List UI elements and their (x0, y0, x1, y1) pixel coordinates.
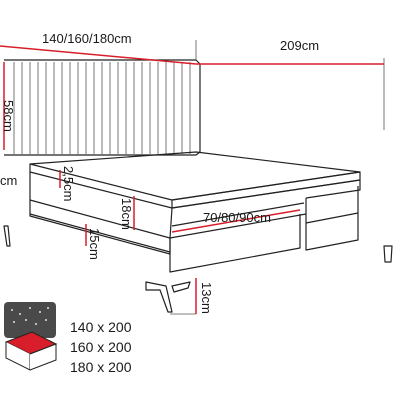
width-measure-line (0, 45, 197, 65)
mattress (29, 151, 361, 239)
size-item: 160 x 200 (70, 339, 132, 355)
measurement-lines (0, 45, 384, 314)
size-list: 140 x 200 160 x 200 180 x 200 (70, 319, 132, 375)
leg-label: 13cm (199, 282, 214, 314)
headboard (4, 59, 201, 156)
box-label: 15cm (87, 228, 102, 260)
width-label: 140/160/180cm (42, 31, 132, 46)
size-item: 140 x 200 (70, 319, 132, 335)
box-spring (29, 186, 359, 273)
side-label: cm (0, 173, 17, 188)
length-label: 209cm (280, 38, 319, 53)
module-width-measure-line (171, 209, 301, 233)
bed-drawing (3, 59, 393, 313)
storage-box-icon (4, 302, 58, 371)
topper-label: 2,5cm (61, 166, 76, 201)
extension-lines (170, 40, 385, 315)
mattress-label: 18cm (119, 198, 134, 230)
module-width-label: 70/80/90cm (203, 210, 271, 225)
headboard-height-label: 58cm (1, 100, 16, 132)
headboard-channels (13, 62, 191, 154)
bed-legs (3, 225, 393, 313)
size-item: 180 x 200 (70, 359, 132, 375)
